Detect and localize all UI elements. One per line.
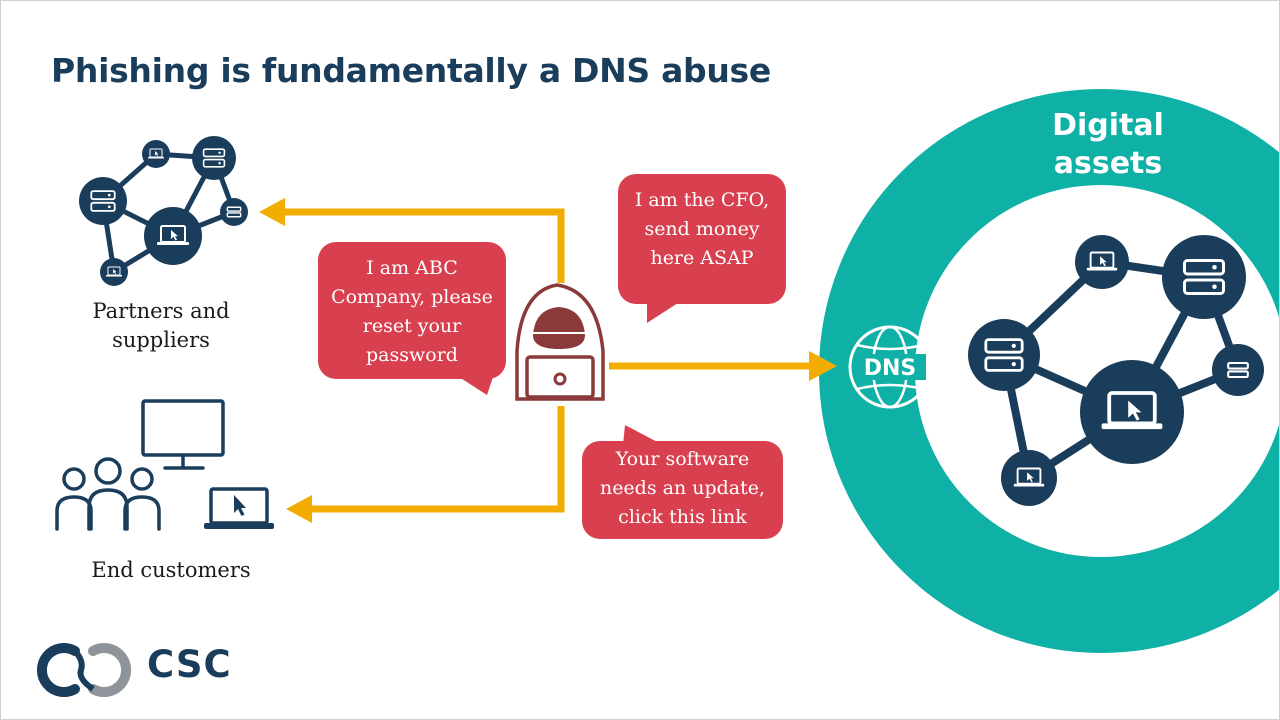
csc-logo-text: CSC [147, 643, 232, 686]
partners-label: Partners and suppliers [92, 299, 230, 352]
monitor-icon [141, 399, 225, 470]
assets-network-icon [968, 235, 1264, 506]
customers-label: End customers [91, 558, 251, 582]
dns-globe-icon: DNS [848, 325, 932, 409]
bubble-abc: I am ABC Company, please reset your pass… [318, 242, 506, 379]
hacker-icon [515, 283, 605, 401]
attack-arrows [283, 208, 811, 513]
page-title: Phishing is fundamentally a DNS abuse [51, 51, 771, 90]
bubble-tail-abc [459, 377, 493, 395]
bubble-tail-cfo [647, 301, 681, 323]
csc-logo-icon [36, 643, 132, 697]
dns-label: DNS [864, 356, 917, 381]
people-icon [55, 457, 161, 531]
bubble-software: Your software needs an update, click thi… [582, 441, 783, 539]
bubble-tail-software [623, 425, 663, 445]
laptop-icon [204, 487, 274, 529]
digital-assets-label: Digital assets [1052, 108, 1164, 181]
network-icon [79, 136, 248, 286]
bubble-cfo: I am the CFO, send money here ASAP [618, 174, 786, 304]
